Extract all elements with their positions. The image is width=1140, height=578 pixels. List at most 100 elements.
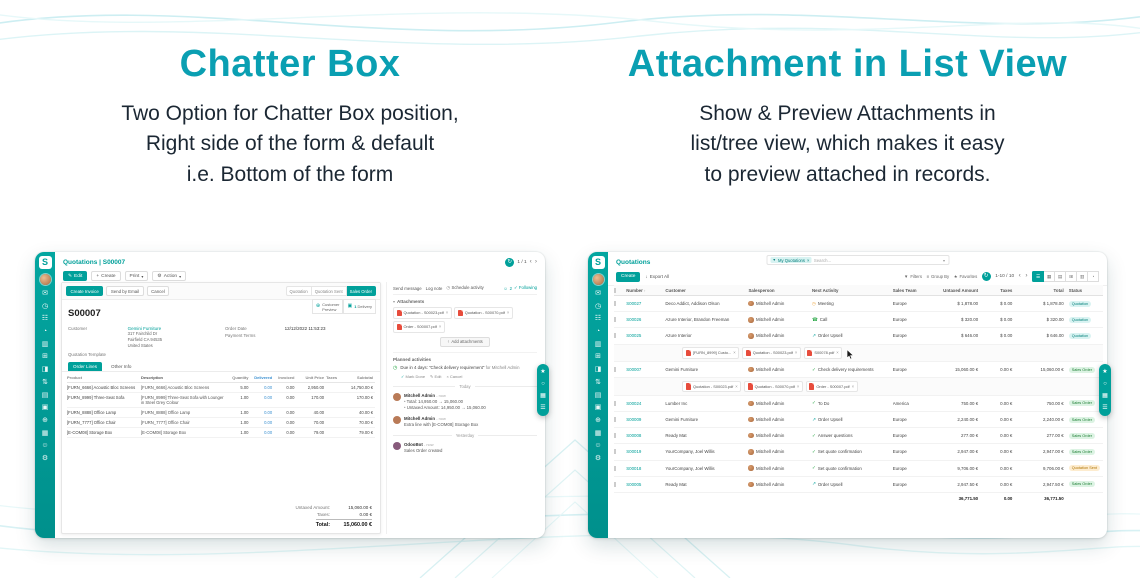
mark-done-button[interactable]: ✓ Mark Done <box>401 373 426 379</box>
cell-next-activity[interactable]: ✓To Do <box>812 400 893 406</box>
row-checkbox[interactable] <box>614 433 626 439</box>
checkbox[interactable] <box>614 400 616 406</box>
tab-order-lines[interactable]: Order Lines <box>68 361 103 371</box>
create-invoice-button[interactable]: Create Invoice <box>66 286 104 296</box>
column-header[interactable]: Status <box>1069 288 1103 293</box>
activity-edit-button[interactable]: ✎ Edit <box>430 373 442 379</box>
checkbox[interactable] <box>614 301 616 307</box>
row-checkbox[interactable] <box>614 400 626 406</box>
column-header[interactable]: Salesperson <box>748 288 812 293</box>
cell-next-activity[interactable]: ✓Check delivery requirements <box>812 367 893 373</box>
cell-number[interactable]: S00019 <box>626 449 642 455</box>
dashboard-icon[interactable]: ⊞ <box>595 353 601 361</box>
send-by-email-button[interactable]: Send by Email <box>106 286 144 296</box>
activity-cancel-button[interactable]: × Cancel <box>446 373 463 379</box>
floating-toolbar[interactable]: ★○▦☰ <box>537 364 549 416</box>
user-avatar[interactable] <box>592 274 604 285</box>
order-line-row[interactable]: [FURN_8999] Three-Seat Sofa[FURN_8999] T… <box>67 393 375 408</box>
row-checkbox[interactable] <box>614 301 626 307</box>
graph-view-icon[interactable]: ▥ <box>1077 271 1088 282</box>
status-quotation[interactable]: Quotation <box>285 286 312 296</box>
discuss-icon[interactable]: ✉ <box>595 290 601 297</box>
remove-attachment-icon[interactable]: × <box>735 384 738 389</box>
checkbox[interactable] <box>614 317 616 323</box>
send-message-button[interactable]: Send message <box>393 285 422 291</box>
action-button[interactable]: ⚙Action▾ <box>152 271 187 281</box>
website-icon[interactable]: ⊕ <box>42 416 48 424</box>
sales-icon[interactable]: ▥ <box>594 340 602 348</box>
cell-next-activity[interactable]: ◷Meeting <box>812 301 893 307</box>
checkbox[interactable] <box>614 417 616 423</box>
calendar-icon[interactable]: ◷ <box>594 302 602 310</box>
activity-item[interactable]: ◷ Due in 4 days: "Check delivery require… <box>393 365 537 372</box>
column-header[interactable]: Invoiced <box>278 375 295 381</box>
floating-toolbar[interactable]: ★○▦☰ <box>1099 364 1111 416</box>
edit-button[interactable]: ✎Edit <box>63 271 88 281</box>
row-checkbox[interactable] <box>614 465 626 471</box>
remove-attachment-icon[interactable]: × <box>506 310 510 316</box>
status-sales-order[interactable]: Sales Order <box>346 286 376 296</box>
accounting-icon[interactable]: ▤ <box>41 391 49 399</box>
attachment-chip[interactable]: Quotation - S00023.pdf× <box>742 347 801 359</box>
list-icon[interactable]: ☰ <box>540 405 546 411</box>
cell-number[interactable]: S00024 <box>626 400 642 406</box>
filters-button[interactable]: ▼Filters <box>904 274 923 279</box>
column-header[interactable]: Next Activity <box>812 288 893 293</box>
search-icon[interactable]: ○ <box>1103 381 1107 387</box>
pos-icon[interactable]: ▣ <box>41 404 49 412</box>
remove-attachment-icon[interactable]: × <box>796 384 800 389</box>
employees-icon[interactable]: ☺ <box>594 442 602 450</box>
cell-next-activity[interactable]: ✓Answer questions <box>812 433 893 439</box>
attachment-chip[interactable]: Order - S00007.pdf× <box>393 321 445 333</box>
following-button[interactable]: ✓ Following <box>514 285 537 290</box>
column-header[interactable]: Product <box>67 375 83 381</box>
cell-next-activity[interactable]: ↗Order Upsell <box>812 417 893 423</box>
column-header[interactable]: Sales Team <box>893 288 932 293</box>
status-quotation-sent[interactable]: Quotation Sent <box>311 286 347 296</box>
column-header[interactable]: Taxes <box>983 288 1017 293</box>
cancel-button[interactable]: Cancel <box>146 286 170 296</box>
cell-number[interactable]: S00026 <box>626 317 642 323</box>
create-button[interactable]: Create <box>616 271 641 282</box>
remove-facet-icon[interactable]: × <box>806 257 810 263</box>
breadcrumb[interactable]: Quotations | S00007 <box>63 258 126 266</box>
order-line-row[interactable]: [FURN_6666] Acoustic Bloc Screens[FURN_6… <box>67 383 375 393</box>
remove-attachment-icon[interactable]: × <box>438 324 442 330</box>
attachment-chip[interactable]: Order - S00007.pdf× <box>805 380 858 393</box>
search-bar[interactable]: ▼My Quotations× ▾ <box>766 255 949 265</box>
employees-icon[interactable]: ☺ <box>41 442 49 450</box>
column-header[interactable]: Delivered <box>254 375 273 381</box>
row-checkbox[interactable] <box>614 417 626 423</box>
chevron-down-icon[interactable]: ▾ <box>942 257 945 263</box>
cell-number[interactable]: S00005 <box>626 481 642 487</box>
star-icon[interactable]: ★ <box>540 369 546 375</box>
purchase-icon[interactable]: ⇅ <box>42 378 48 386</box>
user-avatar[interactable] <box>39 274 51 285</box>
row-checkbox[interactable] <box>614 481 626 487</box>
pager-prev-icon[interactable]: ‹ <box>1018 272 1021 280</box>
breadcrumb[interactable]: Quotations <box>616 258 651 266</box>
schedule-activity-button[interactable]: ◷ Schedule activity <box>446 285 484 290</box>
crm-icon[interactable]: ◔ <box>595 328 601 336</box>
remove-attachment-icon[interactable]: × <box>733 350 736 356</box>
search-icon[interactable]: ○ <box>541 381 545 387</box>
attachment-chip[interactable]: Quotation - S00070.pdf× <box>744 380 803 393</box>
column-header[interactable]: Subtotal <box>357 375 374 381</box>
column-header[interactable]: Customer <box>665 288 748 293</box>
column-header[interactable]: Unit Price <box>305 375 325 381</box>
select-all-checkbox[interactable] <box>614 287 626 293</box>
cell-number[interactable]: S00007 <box>626 367 642 373</box>
inventory-icon[interactable]: ◨ <box>41 366 49 374</box>
accounting-icon[interactable]: ▤ <box>594 391 602 399</box>
pivot-view-icon[interactable]: ⊞ <box>1066 271 1077 282</box>
attachment-chip[interactable]: Quotation - S00070.pdf× <box>454 307 513 319</box>
column-header[interactable]: Taxes <box>326 375 338 381</box>
project-icon[interactable]: ▦ <box>41 429 49 437</box>
app-logo[interactable]: S <box>591 256 605 269</box>
column-header[interactable]: Number↑ <box>626 288 665 293</box>
row-checkbox[interactable] <box>614 317 626 323</box>
chevron-down-icon[interactable]: ▾ <box>393 299 396 304</box>
